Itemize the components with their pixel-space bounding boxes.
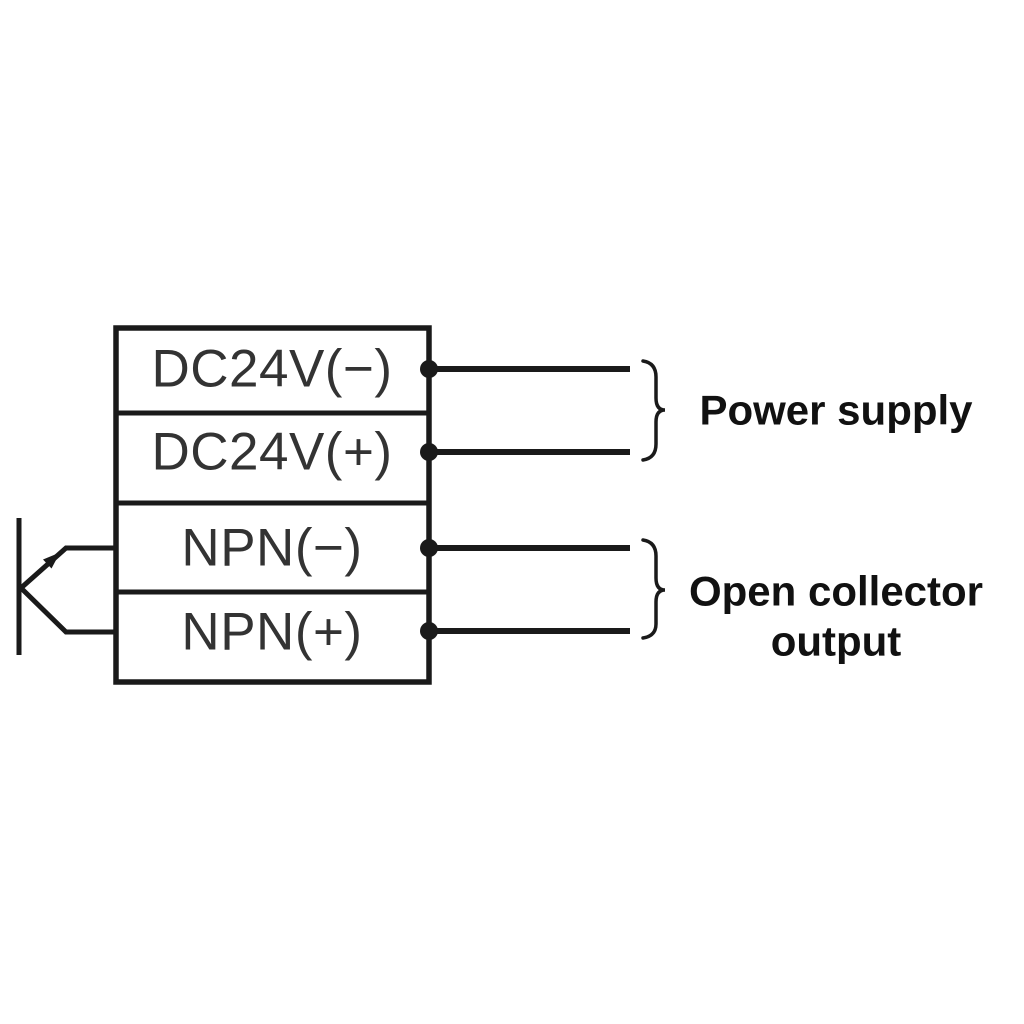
terminal-block: DC24V(−) DC24V(+) NPN(−) NPN(+) bbox=[113, 325, 432, 685]
power-supply-group: Power supply bbox=[641, 359, 973, 462]
connection-dot bbox=[420, 539, 438, 557]
connection-dot bbox=[420, 360, 438, 378]
terminal-label-npn-minus: NPN(−) bbox=[181, 519, 362, 578]
open-collector-label-line2: output bbox=[771, 618, 902, 665]
connection-dot bbox=[420, 443, 438, 461]
brace-open-collector bbox=[641, 538, 666, 640]
terminal-label-dc24v-plus: DC24V(+) bbox=[151, 423, 392, 482]
power-supply-label: Power supply bbox=[699, 387, 973, 434]
npn-transistor-icon bbox=[16, 518, 116, 655]
output-wires bbox=[420, 360, 630, 640]
brace-power-supply bbox=[641, 359, 666, 462]
connection-dot bbox=[420, 622, 438, 640]
open-collector-label-line1: Open collector bbox=[689, 568, 983, 615]
terminal-label-dc24v-minus: DC24V(−) bbox=[151, 340, 392, 399]
terminal-label-npn-plus: NPN(+) bbox=[181, 603, 362, 662]
transistor-arrow bbox=[43, 552, 60, 569]
open-collector-group: Open collector output bbox=[641, 538, 983, 665]
transistor-leads bbox=[17, 545, 116, 635]
